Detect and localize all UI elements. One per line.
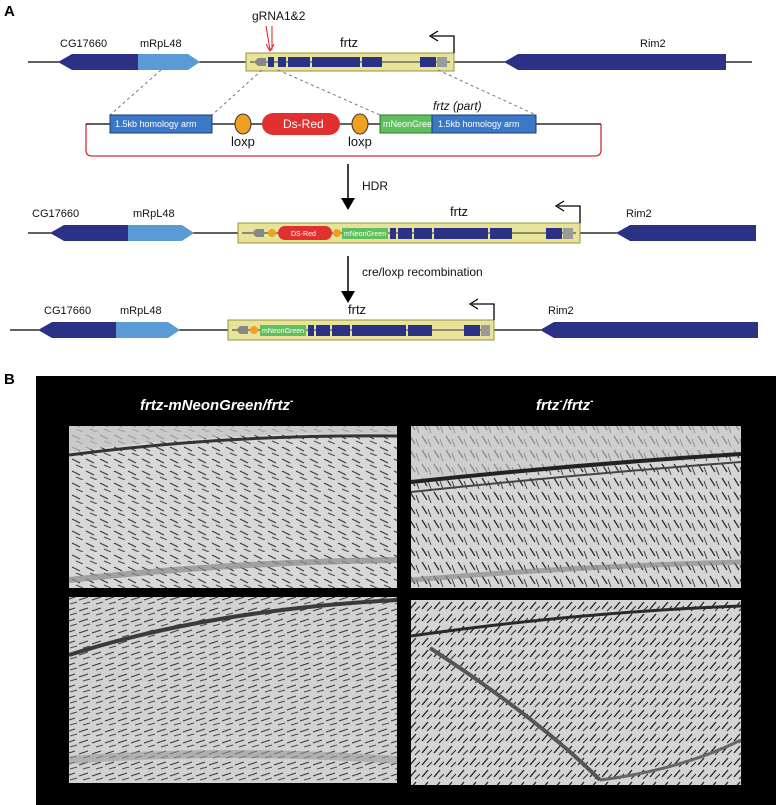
mneongreen-small-label: mNeonGreen <box>344 231 386 238</box>
down-arrow-icon <box>341 291 355 303</box>
loxp-label-1: loxp <box>231 134 255 149</box>
cre-step: cre/loxp recombination <box>341 256 483 303</box>
tss-arrow <box>558 205 581 223</box>
locus-row-2: CG17660 mRpL48 DS-Red mNeonGreen frtz Ri… <box>28 200 756 244</box>
locus-row-1: CG17660 mRpL48 frtz gRNA1&2 Rim2 <box>28 9 752 72</box>
frtz-label: frtz <box>340 35 358 50</box>
cre-label: cre/loxp recombination <box>362 265 483 279</box>
frtz-exon <box>464 325 480 336</box>
frtz-exon <box>414 228 432 239</box>
cg17660-label: CG17660 <box>32 208 79 220</box>
frtz-utr <box>437 57 447 67</box>
frtz-label: frtz <box>348 302 366 317</box>
grna-label: gRNA1&2 <box>252 9 306 23</box>
wing-image-bottom-right <box>410 600 742 785</box>
frtz-exon <box>316 325 330 336</box>
rim2-gene <box>616 225 756 241</box>
frtz-exon <box>308 325 314 336</box>
loxp-site-1 <box>234 113 252 135</box>
mrpl48-gene <box>116 322 180 338</box>
cg17660-gene <box>50 225 128 241</box>
mrpl48-gene <box>128 225 194 241</box>
frtz-start-exon <box>252 229 264 237</box>
frtz-exon <box>490 228 512 239</box>
frtz-part-label: frtz (part) <box>433 99 482 113</box>
rim2-label: Rim2 <box>626 208 652 220</box>
left-genotype-title: frtz-mNeonGreen/frtz- <box>140 396 294 414</box>
mrpl48-label: mRpL48 <box>120 305 162 317</box>
donor-construct: 1.5kb homology arm loxp Ds-Red loxp mNeo… <box>85 69 602 157</box>
loxp-site-2 <box>351 113 369 135</box>
cg17660-label: CG17660 <box>60 38 107 50</box>
loxp-site <box>268 229 276 237</box>
frtz-utr <box>563 228 573 239</box>
rim2-gene <box>540 322 758 338</box>
frtz-exon <box>288 57 310 67</box>
frtz-exon <box>408 325 432 336</box>
mneongreen-small-label: mNeonGreen <box>262 328 304 335</box>
dsred-cassette <box>262 113 340 135</box>
wing-image-bottom-left <box>68 597 398 783</box>
hdr-label: HDR <box>362 179 388 193</box>
mrpl48-label: mRpL48 <box>140 38 182 50</box>
mneongreen-tag <box>342 228 388 239</box>
locus-row-3: CG17660 mRpL48 mNeonGreen frtz Rim2 <box>10 298 758 341</box>
wing-image-top-right <box>410 426 742 588</box>
right-homology-arm <box>431 114 537 134</box>
mrpl48-label: mRpL48 <box>133 208 175 220</box>
grna-arrow-icon <box>265 43 275 53</box>
dsred-small-label: DS-Red <box>291 231 316 238</box>
frtz-exon <box>362 57 382 67</box>
panel-b-label: B <box>4 371 15 388</box>
rim2-label: Rim2 <box>640 38 666 50</box>
loxp-site <box>250 326 258 334</box>
mneongreen-label: mNeonGreen <box>383 119 437 129</box>
frtz-exon <box>268 57 274 67</box>
mrpl48-gene <box>138 54 200 70</box>
frtz-exon <box>390 228 396 239</box>
frtz-exon <box>352 325 406 336</box>
cg17660-gene <box>38 322 116 338</box>
frtz-start-exon <box>236 326 248 334</box>
cg17660-label: CG17660 <box>44 305 91 317</box>
dsred-label: Ds-Red <box>283 117 324 131</box>
frtz-utr <box>481 325 490 336</box>
hdr-step: HDR <box>341 164 388 210</box>
loxp-site <box>333 229 341 237</box>
left-homology-arm <box>109 114 213 134</box>
rim2-gene <box>504 54 726 70</box>
loxp-label-2: loxp <box>348 134 372 149</box>
frtz-exon <box>420 57 436 67</box>
frtz-exon <box>434 228 488 239</box>
down-arrow-icon <box>341 198 355 210</box>
panel-a-label: A <box>4 3 15 20</box>
frtz-label: frtz <box>450 204 468 219</box>
right-homology-arm-label: 1.5kb homology arm <box>438 119 520 129</box>
right-genotype-title: frtz-/frtz- <box>536 396 594 414</box>
frtz-start-exon <box>254 58 266 66</box>
frtz-exon <box>398 228 412 239</box>
dsred-cassette <box>278 226 332 240</box>
frtz-exon <box>312 57 360 67</box>
left-homology-arm-label: 1.5kb homology arm <box>115 119 197 129</box>
frtz-exon <box>332 325 350 336</box>
cg17660-gene <box>58 54 138 70</box>
mneongreen-tag <box>260 325 306 336</box>
tss-arrow <box>472 303 495 320</box>
wing-image-top-left <box>68 426 398 588</box>
frtz-exon <box>278 57 286 67</box>
frtz-exon <box>546 228 562 239</box>
rim2-label: Rim2 <box>548 305 574 317</box>
tss-arrow <box>432 35 455 53</box>
